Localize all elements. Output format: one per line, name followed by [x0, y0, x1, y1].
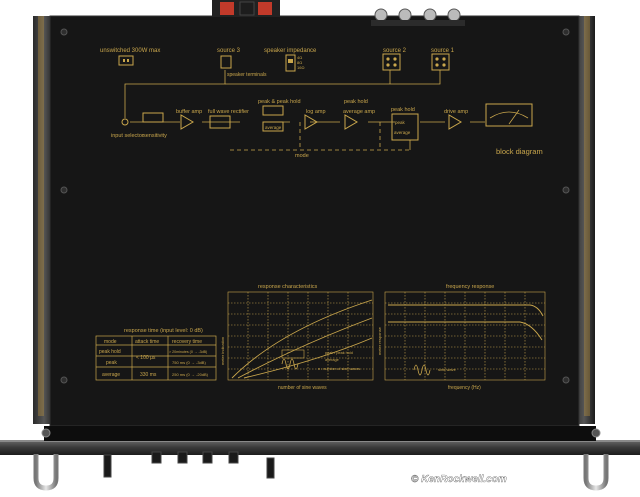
legend-average: average — [325, 358, 339, 362]
frequency-response-title: frequency response — [446, 284, 494, 290]
rca-jack-4 — [447, 8, 461, 22]
sensitivity-block — [142, 112, 164, 123]
source3-connector — [220, 55, 232, 69]
imp-4-label: 4Ω — [297, 55, 302, 60]
frequency-response-graph — [384, 291, 546, 381]
peak-hold-label-2: peak hold — [391, 107, 415, 113]
rack-handle-left — [33, 454, 59, 491]
front-rack-bracket — [0, 440, 640, 455]
frequency-response-xlabel: frequency (Hz) — [448, 385, 481, 391]
average-block-1 — [262, 121, 284, 132]
meter-symbol — [485, 103, 533, 127]
table-cell-recovery-3: 250 ms (0 → -20dB) — [172, 372, 209, 377]
source1-connector — [431, 53, 450, 71]
peak-hold-block-1 — [262, 105, 284, 116]
average-amp-label: average amp — [343, 109, 375, 115]
frequency-response-ylabel: meter response — [377, 326, 382, 355]
response-characteristics-graph — [227, 291, 374, 381]
rectifier-block — [209, 115, 231, 129]
front-knobs — [103, 451, 275, 479]
peak-peak-hold-label: peak & peak hold — [258, 99, 301, 105]
rca-jack-3 — [423, 8, 437, 22]
rca-jack-2 — [398, 8, 412, 22]
watermark: © KenRockwell.com — [411, 474, 507, 485]
table-cell-recovery-1: > 20minutes (0 → -3dB) — [169, 350, 207, 354]
rectifier-label: full wave rectifier — [208, 109, 249, 115]
source2-connector — [382, 53, 401, 71]
imp-16-label: 16Ω — [297, 65, 304, 70]
average-label-2: average — [394, 130, 411, 135]
table-header-mode: mode — [104, 339, 117, 345]
peak-hold-block-2 — [391, 113, 419, 141]
rack-handle-right — [583, 454, 609, 491]
legend-peak: peak / peak hold — [325, 351, 353, 355]
response-characteristics-xlabel: number of sine waves — [278, 385, 327, 391]
input-selector-symbol — [121, 118, 129, 126]
table-cell-recovery-2: 750 ms (0 → -3dB) — [172, 360, 206, 365]
unswitched-label: unswitched 300W max — [100, 48, 160, 54]
log-amp-label: log amp — [306, 109, 326, 115]
table-cell-mode-2: peak — [106, 360, 117, 366]
drive-amp-label: drive amp — [444, 109, 468, 115]
mode-label: mode — [295, 153, 309, 159]
power-outlet — [118, 55, 134, 66]
table-cell-attack-3: 330 ms — [140, 372, 157, 378]
table-cell-mode-1: peak hold — [99, 349, 121, 355]
table-header-attack: attack time — [135, 339, 159, 345]
sine-wave-label: sine wave — [438, 367, 457, 372]
response-time-table — [95, 335, 217, 381]
legend-n: n : number of sine waves — [318, 367, 360, 371]
drive-amp-symbol — [448, 114, 462, 130]
block-diagram-title: block diagram — [496, 147, 543, 156]
rca-jack-1 — [374, 8, 388, 22]
impedance-switch — [285, 54, 296, 72]
chassis-top-plate — [50, 16, 579, 426]
log-amp-symbol — [304, 114, 318, 130]
source1-label: source 1 — [431, 48, 455, 54]
table-header-recovery: recovery time — [172, 339, 202, 345]
response-characteristics-title: response characteristics — [258, 284, 318, 290]
peak-hold-label: peak hold — [344, 99, 368, 105]
buffer-amp-symbol — [180, 114, 194, 130]
input-selector-label: input selector — [111, 133, 144, 139]
response-characteristics-ylabel: meter indication — [220, 337, 225, 365]
table-cell-mode-3: average — [102, 372, 120, 378]
sensitivity-label: sensitivity — [143, 133, 167, 139]
average-label-1: average — [265, 125, 282, 130]
buffer-amp-label: buffer amp — [176, 109, 202, 115]
source2-label: source 2 — [383, 48, 407, 54]
table-cell-attack-1: < 100 µs — [136, 355, 156, 361]
average-amp-symbol — [344, 114, 358, 130]
peak-label: peak — [395, 120, 406, 125]
response-time-title: response time (input level: 0 dB) — [124, 328, 203, 334]
source3-label: source 3 — [217, 48, 241, 54]
speaker-impedance-label: speaker impedance — [264, 48, 317, 54]
block-diagram-lines — [124, 70, 485, 151]
imp-8-label: 8Ω — [297, 60, 302, 65]
speaker-terminals-label: speaker terminals — [227, 72, 267, 78]
